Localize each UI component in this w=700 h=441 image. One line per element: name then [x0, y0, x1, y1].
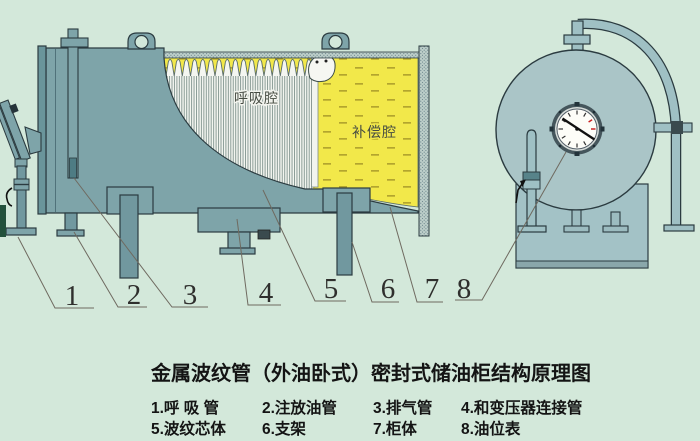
lifting-lug-right: [321, 32, 350, 50]
drain-pipe-end-view: [515, 129, 547, 233]
tank-right-flange: [418, 45, 430, 237]
air-vent-pipe: [60, 28, 89, 179]
callout-8: 8: [457, 273, 472, 305]
callout-3: 3: [183, 279, 198, 311]
legend-item-7: 7.柜体: [373, 421, 417, 438]
bellows-zigzag-outline: [165, 59, 314, 77]
oil-level-gauge: [549, 102, 605, 156]
tank-left-flange: [37, 45, 47, 215]
conservator-diagram: 呼吸腔 补偿腔: [0, 18, 695, 312]
photo-artifact: [0, 205, 6, 237]
callout-5: 5: [324, 273, 339, 305]
tank-top-strip: [160, 51, 430, 59]
callout-4: 4: [259, 277, 274, 309]
bellows-top-fitting: [308, 54, 336, 83]
callout-1: 1: [65, 280, 80, 312]
legend-item-6: 6.支架: [262, 421, 306, 438]
compensation-chamber-label: 补偿腔: [352, 124, 397, 140]
callout-7: 7: [425, 273, 440, 305]
oil-fill-drain-pipe: [56, 212, 85, 237]
support-leg-left: [106, 186, 154, 279]
callout-2: 2: [127, 279, 142, 311]
legend-item-2: 2.注放油管: [262, 400, 337, 417]
legend-item-8: 8.油位表: [461, 421, 521, 438]
transformer-connection-pipe: [197, 207, 281, 255]
lifting-lug-left: [127, 32, 156, 50]
circle-supports: [563, 209, 629, 233]
callout-numbers: 1 2 3 4 5 6 7 8: [65, 273, 472, 312]
breather-pipe: [0, 99, 42, 236]
legend-item-1: 1.呼 吸 管: [151, 400, 220, 417]
tank-body: [45, 47, 419, 214]
leader-lines: [17, 151, 567, 309]
callout-6: 6: [381, 273, 396, 305]
legend-item-3: 3.排气管: [373, 400, 433, 417]
legend-item-4: 4.和变压器连接管: [461, 400, 583, 417]
legend-item-5: 5.波纹芯体: [151, 421, 226, 438]
diagram-title: 金属波纹管（外油卧式）密封式储油柜结构原理图: [151, 363, 591, 385]
support-leg-right: [322, 187, 371, 276]
end-view: [495, 18, 695, 269]
breathing-chamber-label: 呼吸腔: [234, 90, 279, 106]
